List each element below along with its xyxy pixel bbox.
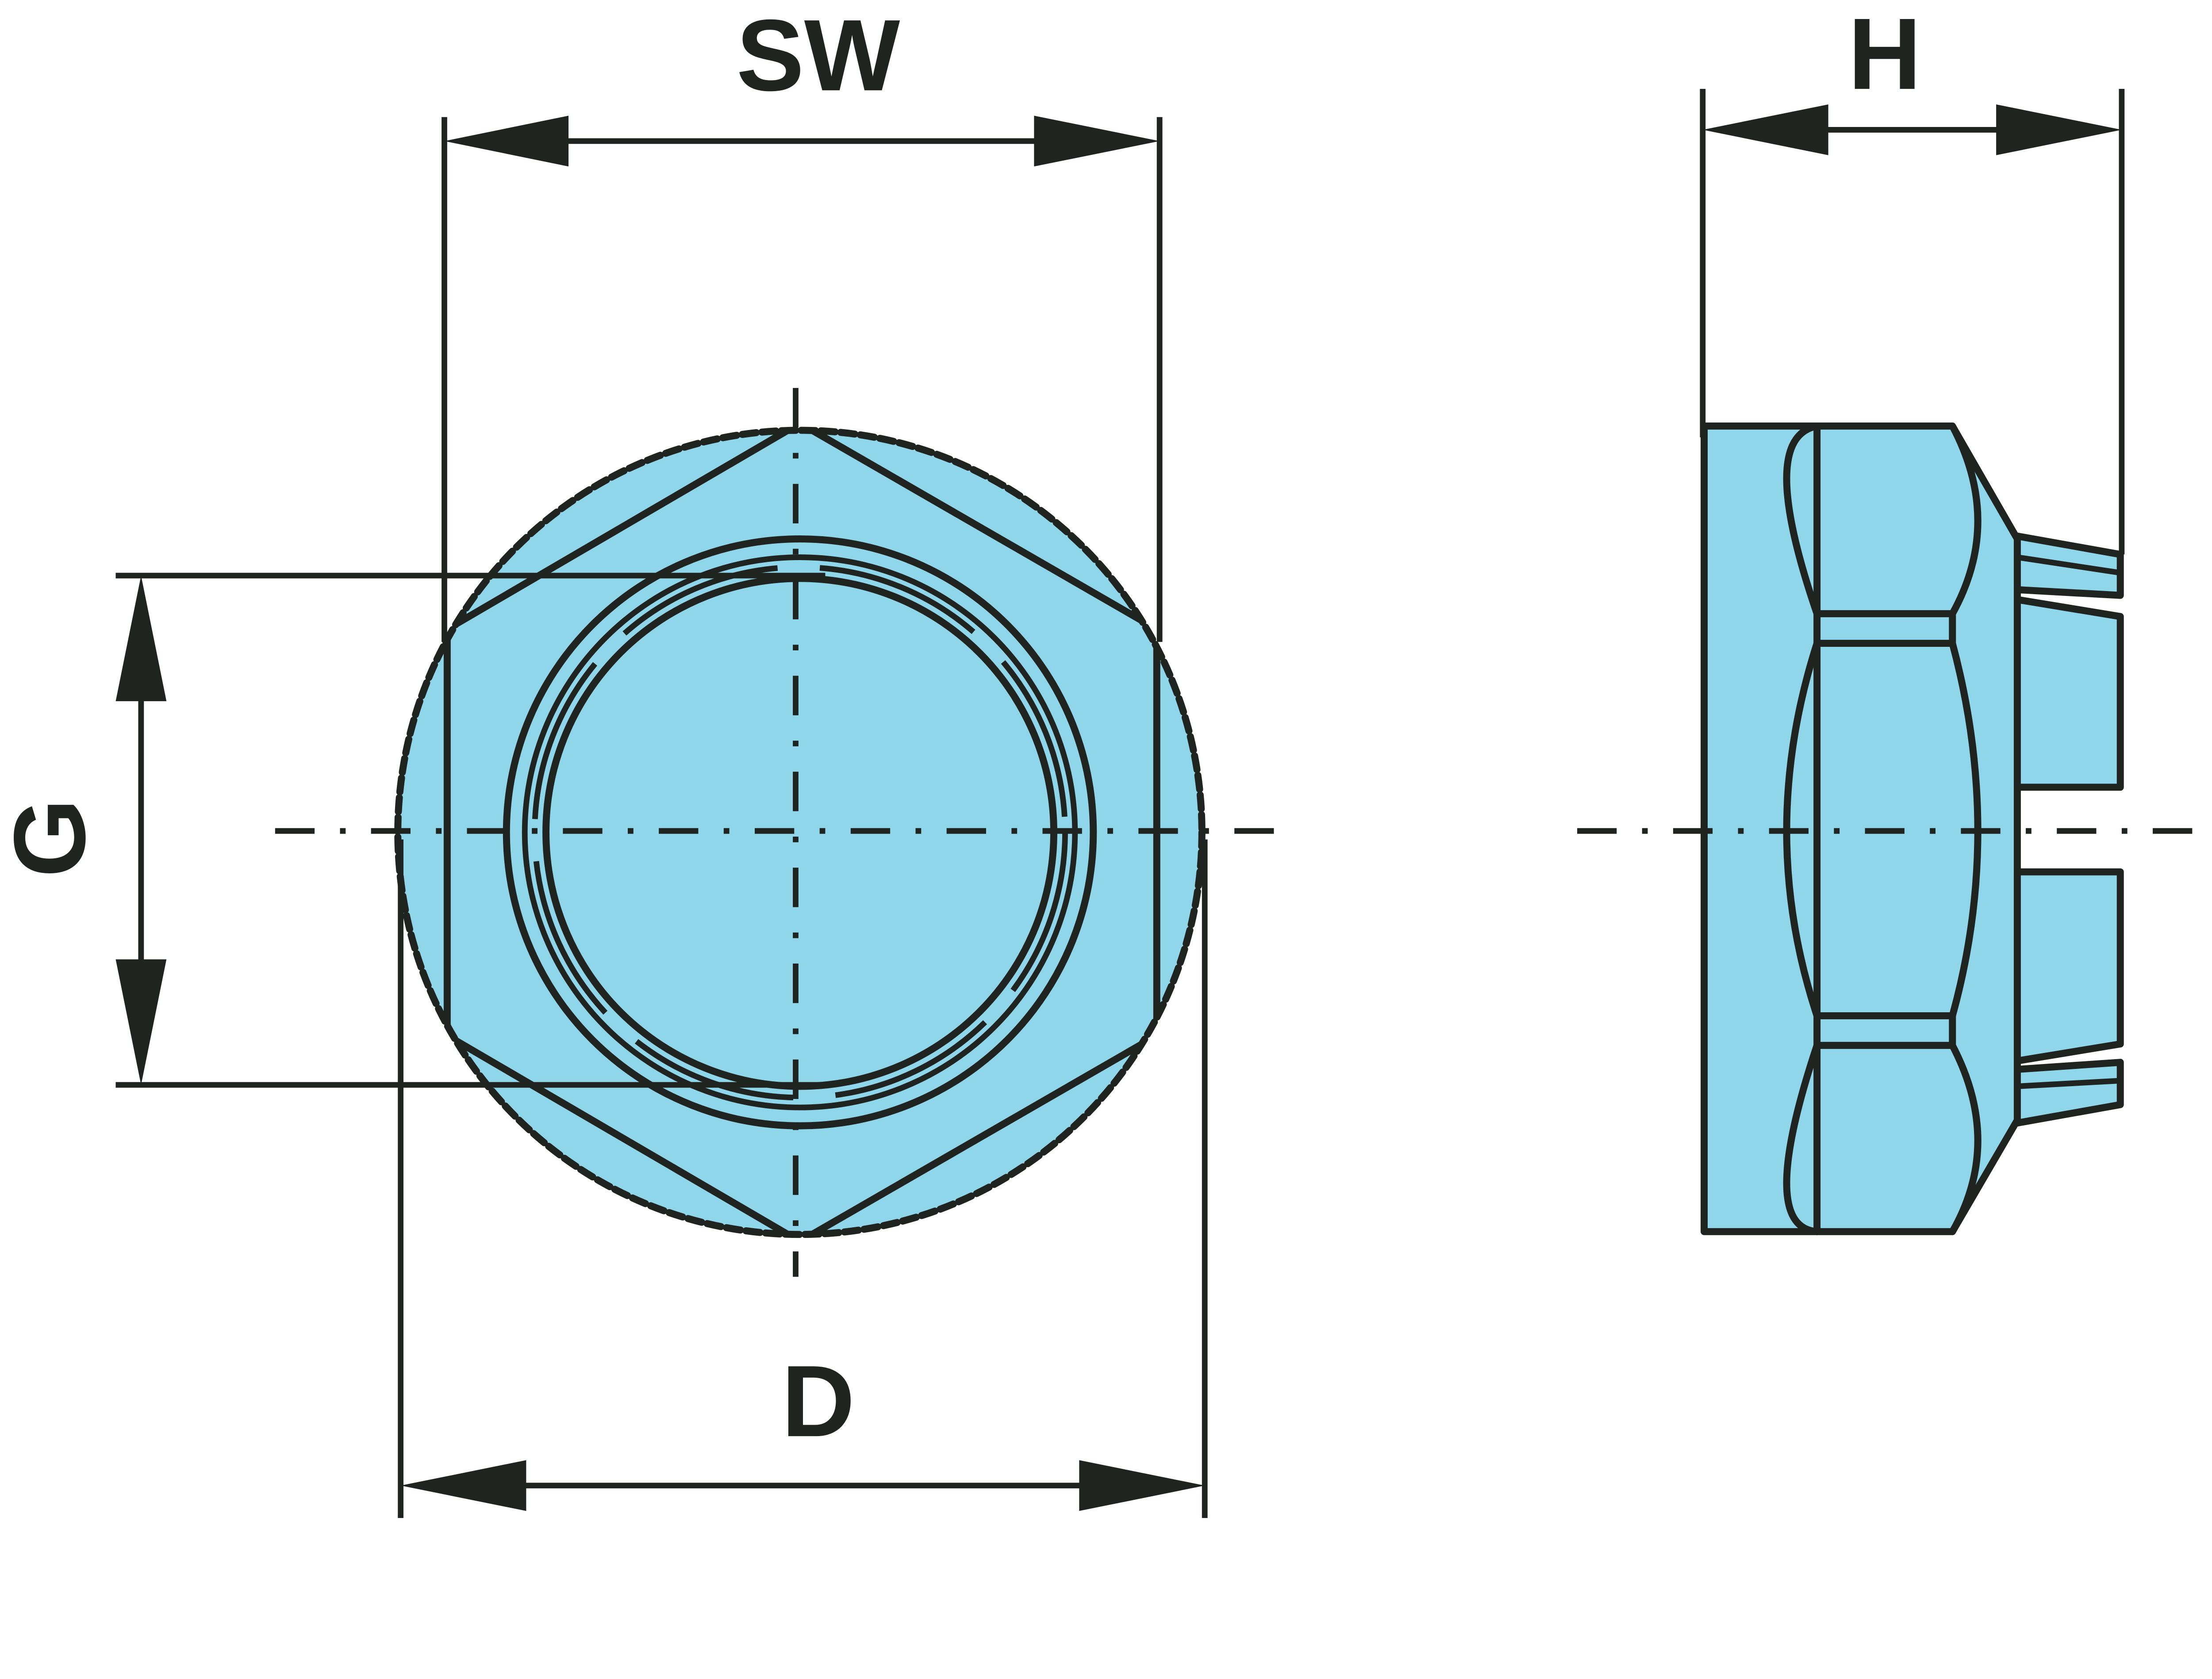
- flange-lower: [2013, 868, 2124, 1064]
- technical-drawing: SW G D: [0, 0, 2201, 1518]
- arrowhead-icon: [400, 1460, 526, 1511]
- chamfer-curve: [1949, 423, 1982, 618]
- arrowhead-icon: [1996, 104, 2122, 155]
- dimension-h: H: [1700, 0, 2125, 555]
- dimension-d: D: [398, 839, 1208, 1518]
- arrowhead-icon: [1079, 1460, 1205, 1511]
- arrowhead-icon: [1702, 104, 1828, 155]
- side-view: [1577, 423, 2201, 1235]
- label-g: G: [0, 799, 106, 878]
- chamfer-curve: [1783, 1041, 1821, 1235]
- outer-circle: [398, 430, 1202, 1235]
- arrowhead-icon: [444, 115, 569, 167]
- chamfer-curve: [1783, 423, 1821, 618]
- flange-detail-line: [2016, 554, 2121, 576]
- label-sw: SW: [737, 0, 900, 112]
- arrowhead-icon: [115, 959, 167, 1085]
- dimension-g: G: [0, 572, 826, 1088]
- flange-upper: [2013, 596, 2124, 791]
- chamfer-curve: [1949, 1041, 1982, 1235]
- arrowhead-icon: [115, 576, 167, 701]
- dimension-sw: SW: [442, 0, 1163, 642]
- front-view: [275, 388, 1298, 1277]
- arrowhead-icon: [1034, 115, 1160, 167]
- label-d: D: [782, 1344, 855, 1458]
- label-h: H: [1848, 0, 1921, 111]
- flange-detail-line: [2017, 1078, 2121, 1089]
- flange-bottom-lip: [2013, 1059, 2124, 1127]
